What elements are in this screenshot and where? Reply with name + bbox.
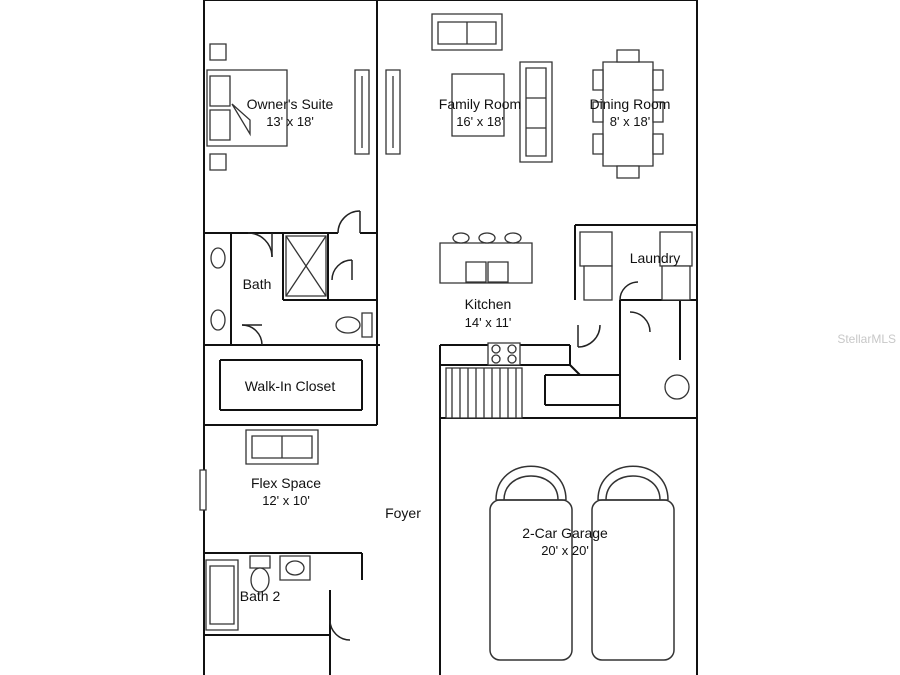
room-dim-owners-suite: 13' x 18' bbox=[266, 114, 314, 129]
room-label-dining-room: Dining Room bbox=[589, 96, 671, 112]
room-label-kitchen: Kitchen bbox=[464, 296, 512, 312]
room-label-walk-in-closet: Walk-In Closet bbox=[244, 378, 336, 394]
room-label-owners-suite: Owner's Suite bbox=[246, 96, 334, 112]
room-label-foyer: Foyer bbox=[385, 505, 421, 521]
watermark: StellarMLS bbox=[837, 332, 896, 346]
room-dim-dining-room: 8' x 18' bbox=[609, 114, 651, 129]
room-dim-kitchen: 14' x 11' bbox=[464, 315, 512, 330]
room-dim-garage: 20' x 20' bbox=[541, 543, 589, 558]
room-label-laundry: Laundry bbox=[629, 250, 681, 266]
furniture bbox=[200, 14, 692, 630]
room-label-bath: Bath bbox=[242, 276, 272, 292]
room-label-bath-2: Bath 2 bbox=[239, 588, 281, 604]
room-label-flex-space: Flex Space bbox=[250, 475, 322, 491]
doors bbox=[242, 211, 650, 640]
garage-cars bbox=[490, 466, 674, 660]
room-dim-flex-space: 12' x 10' bbox=[262, 493, 310, 508]
room-dim-family-room: 16' x 18' bbox=[456, 114, 504, 129]
room-label-family-room: Family Room bbox=[438, 96, 522, 112]
room-label-garage: 2-Car Garage bbox=[522, 525, 608, 541]
